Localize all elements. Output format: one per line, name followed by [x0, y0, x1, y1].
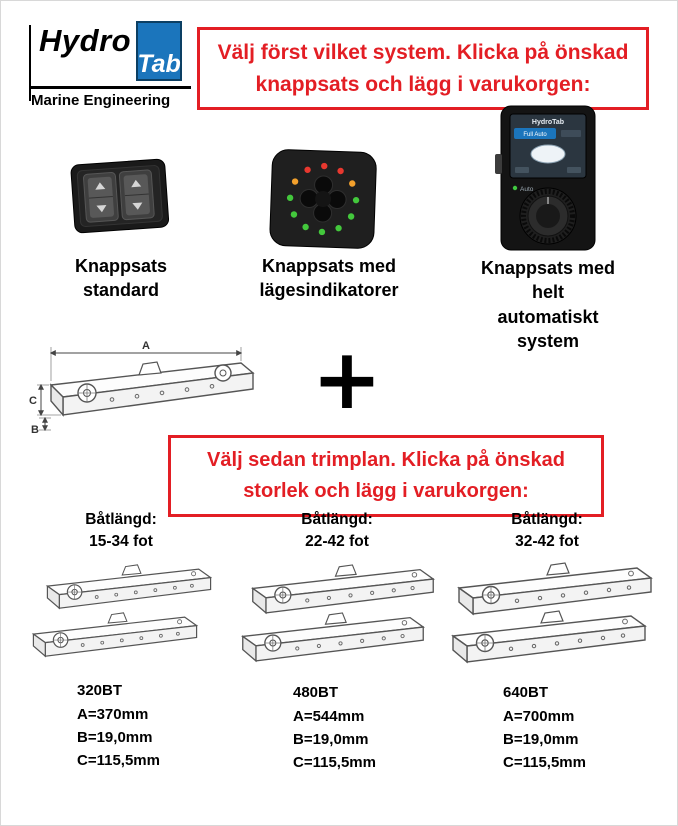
logo-tab-box: Tab	[136, 21, 183, 81]
dim-a-value: A=544mm	[293, 707, 365, 725]
led-ring	[286, 162, 360, 236]
boat-graphic	[530, 144, 566, 164]
trimplane-480bt-image[interactable]	[239, 562, 435, 671]
trimplane-320bt-image[interactable]	[23, 562, 219, 669]
logo-tab-text: Tab	[137, 50, 181, 79]
keypad-led-indicators-product-image[interactable]	[265, 145, 381, 258]
choose-system-banner: Välj först vilket system. Klicka på önsk…	[197, 27, 649, 110]
model-name: 320BT	[77, 682, 123, 700]
brand-logo: Hydro Tab Marine Engineering	[29, 21, 193, 109]
device-screen: HydroTab Full Auto	[509, 113, 587, 179]
rotary-knob	[519, 187, 577, 245]
model-name: 480BT	[293, 684, 339, 702]
device-screen-mode: Full Auto	[523, 132, 547, 138]
boat-length-label: Båtlängd:	[85, 511, 157, 528]
keypad-standard-label: Knappsats standard	[74, 256, 168, 301]
boat-length-label: Båtlängd:	[301, 511, 373, 528]
dim-c-value: C=115,5mm	[503, 754, 586, 772]
boat-length-range: 32-42 fot	[515, 532, 579, 550]
dim-b-value: B=19,0mm	[293, 730, 369, 748]
side-connector	[495, 154, 502, 174]
logo-horizontal-rule	[29, 86, 191, 89]
logo-hydro-text: Hydro	[39, 23, 132, 58]
dim-c-value: C=115,5mm	[293, 754, 376, 772]
dim-a-value: A=370mm	[77, 705, 149, 723]
dim-c-value: C=115,5mm	[77, 752, 160, 770]
dim-a-label: A	[142, 340, 150, 352]
trimtab-dimension-diagram: A C B	[27, 337, 272, 462]
keypad-standard-product-image[interactable]	[68, 156, 171, 242]
keypad-full-automatic-label: Knappsats med helt automatiskt system	[480, 258, 616, 351]
boat-length-range: 15-34 fot	[89, 532, 153, 550]
keypad-full-automatic-product-image[interactable]: HydroTab Full Auto Auto	[495, 104, 601, 257]
dim-b-value: B=19,0mm	[77, 728, 153, 746]
dim-a-value: A=700mm	[503, 707, 575, 725]
dim-b-value: B=19,0mm	[503, 730, 579, 748]
rocker-switch-left	[83, 172, 119, 223]
trimplane-640bt-image[interactable]	[449, 562, 652, 671]
boat-length-label: Båtlängd:	[511, 511, 583, 528]
plus-sign: +	[311, 330, 383, 428]
choose-trimplane-banner: Välj sedan trimplan. Klicka på önskad st…	[168, 435, 604, 517]
model-name: 640BT	[503, 684, 549, 702]
center-button-cluster	[299, 175, 347, 223]
dim-c-label: C	[29, 395, 37, 407]
trimplane-column-640bt: Båtlängd: 32-42 fot 640BT A=700mm B=19,0…	[449, 509, 652, 774]
auto-status-led	[512, 185, 518, 191]
knob-auto-label: Auto	[520, 186, 534, 193]
keypad-led-indicators-label: Knappsats med lägesindikatorer	[259, 256, 399, 301]
device-screen-brand: HydroTab	[532, 119, 564, 126]
boat-length-range: 22-42 fot	[305, 532, 369, 550]
dim-b-label: B	[31, 424, 39, 436]
logo-tagline: Marine Engineering	[31, 92, 171, 109]
rocker-switch-right	[118, 169, 155, 221]
trimplane-column-320bt: Båtlängd: 15-34 fot 320BT A=370mm B=19,0…	[23, 509, 219, 772]
logo-vertical-rule	[29, 25, 31, 101]
trimplane-column-480bt: Båtlängd: 22-42 fot 480BT A=544mm B=19,0…	[239, 509, 435, 774]
